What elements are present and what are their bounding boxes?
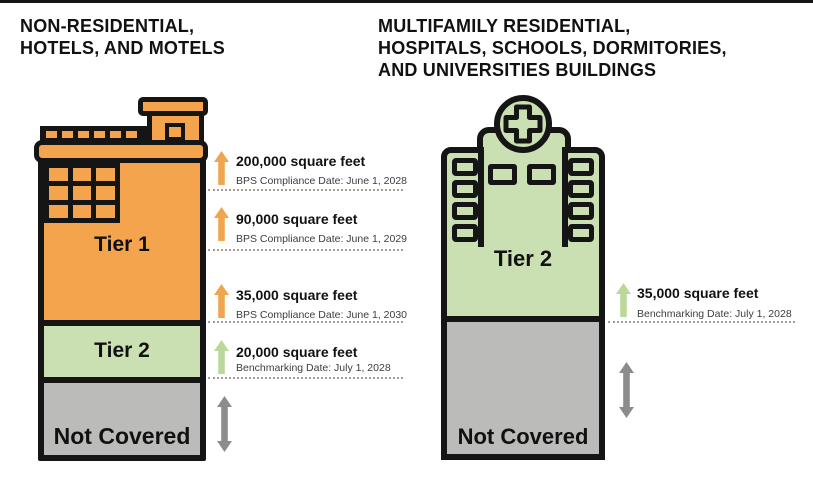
window-icon — [568, 158, 594, 176]
right-section-title: MULTIFAMILY RESIDENTIAL, HOSPITALS, SCHO… — [378, 16, 727, 80]
window-icon — [452, 180, 478, 198]
double-arrow-icon — [619, 362, 634, 418]
left-section-title: NON-RESIDENTIAL, HOTELS, AND MOTELS — [20, 16, 225, 58]
up-arrow-icon — [214, 340, 229, 374]
tier-divider — [44, 320, 200, 326]
left-building-penthouse-window — [165, 123, 185, 141]
left-building-cornice — [34, 140, 208, 163]
left-not-covered-label: Not Covered — [53, 423, 191, 449]
left-tier2-section — [44, 326, 200, 377]
window-icon — [72, 186, 92, 200]
window-icon — [452, 224, 478, 242]
left-building-roof-parapet — [40, 126, 147, 143]
right-not-covered-section — [441, 316, 605, 460]
window-icon — [72, 168, 92, 182]
threshold-dotted-line — [208, 249, 403, 251]
up-arrow-icon — [214, 207, 229, 241]
top-border-line — [0, 0, 813, 3]
window-icon — [488, 164, 517, 185]
up-arrow-icon — [616, 283, 631, 317]
parapet-dash — [94, 131, 105, 138]
window-icon — [96, 186, 115, 200]
up-arrow-icon — [214, 284, 229, 318]
left-tier1-label: Tier 1 — [94, 233, 150, 256]
parapet-dash — [126, 131, 137, 138]
window-icon — [49, 204, 68, 218]
right-building-body — [450, 247, 596, 317]
threshold-size-text: 20,000 square feet — [236, 344, 358, 360]
right-not-covered-label: Not Covered — [457, 424, 589, 449]
left-tier2-label: Tier 2 — [94, 339, 150, 362]
window-icon — [49, 168, 68, 182]
double-arrow-icon — [217, 396, 232, 452]
left-not-covered-section — [44, 383, 200, 455]
window-icon — [568, 180, 594, 198]
right-tier2-label: Tier 2 — [493, 246, 553, 271]
threshold-date-text: BPS Compliance Date: June 1, 2028 — [236, 175, 408, 187]
threshold-size-text: 35,000 square feet — [236, 287, 358, 303]
tier-divider — [44, 377, 200, 383]
parapet-dash — [46, 131, 57, 138]
parapet-dash — [110, 131, 121, 138]
threshold-size-text: 35,000 square feet — [637, 285, 759, 301]
threshold-dotted-line — [608, 321, 795, 323]
window-icon — [96, 204, 115, 218]
window-icon — [568, 202, 594, 220]
window-icon — [72, 204, 92, 218]
parapet-dash — [62, 131, 73, 138]
window-icon — [96, 168, 115, 182]
threshold-date-text: Benchmarking Date: July 1, 2028 — [236, 362, 391, 374]
left-building-window-grid — [44, 163, 120, 223]
threshold-dotted-line — [208, 377, 403, 379]
threshold-size-text: 200,000 square feet — [236, 153, 366, 169]
up-arrow-icon — [214, 151, 229, 185]
window-icon — [568, 224, 594, 242]
window-icon — [49, 186, 68, 200]
threshold-date-text: Benchmarking Date: July 1, 2028 — [637, 308, 792, 320]
parapet-dash — [78, 131, 89, 138]
window-icon — [527, 164, 556, 185]
threshold-dotted-line — [208, 189, 403, 191]
window-icon — [452, 158, 478, 176]
medical-cross-icon — [494, 95, 552, 153]
threshold-date-text: BPS Compliance Date: June 1, 2029 — [236, 233, 408, 245]
threshold-size-text: 90,000 square feet — [236, 211, 358, 227]
threshold-date-text: BPS Compliance Date: June 1, 2030 — [236, 309, 408, 321]
threshold-dotted-line — [208, 321, 403, 323]
window-icon — [452, 202, 478, 220]
